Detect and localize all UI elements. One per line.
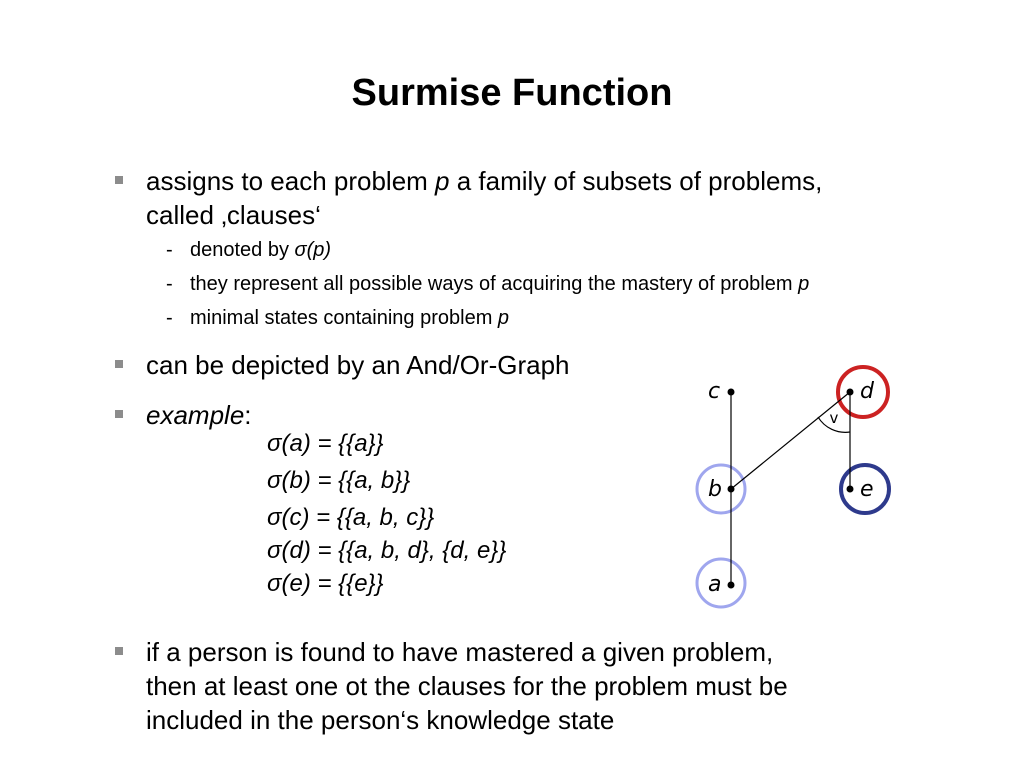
formula-d: σ(d) = {{a, b, d}, {d, e}} xyxy=(267,537,507,564)
bullet-marker xyxy=(115,360,123,368)
sub-bullet-dash: - xyxy=(166,239,173,261)
slide-title: Surmise Function xyxy=(351,72,673,114)
node-e-circle xyxy=(839,463,891,515)
node-a-circle xyxy=(695,557,747,609)
bullet-4-line-1: if a person is found to have mastered a … xyxy=(146,637,774,667)
sub-bullet-1: denoted by σ(p) xyxy=(190,238,331,262)
formula-b: σ(b) = {{a, b}} xyxy=(267,467,411,494)
bullet-4-line-3: included in the person‘s knowledge state xyxy=(146,705,615,735)
example-colon: : xyxy=(244,400,252,430)
sub-bullet-dash: - xyxy=(166,307,173,329)
node-d-dot xyxy=(846,388,854,396)
node-d-circle xyxy=(836,365,890,419)
sub-bullet-3-var: p xyxy=(497,307,510,329)
sub-bullet-2-var: p xyxy=(798,273,810,295)
bullet-2: can be depicted by an And/Or-Graph xyxy=(146,350,570,380)
or-symbol: v xyxy=(830,409,839,427)
formula-a: σ(a) = {{a}} xyxy=(267,430,384,457)
example-label: example xyxy=(146,400,245,430)
node-d-label: d xyxy=(860,379,875,404)
node-e-label: e xyxy=(860,477,874,502)
bullet-4-line-2: then at least one ot the clauses for the… xyxy=(146,671,788,701)
sub-bullet-1-pre: denoted by xyxy=(190,239,295,261)
node-b-dot xyxy=(727,485,735,493)
bullet-marker xyxy=(115,647,123,655)
or-arc xyxy=(817,416,851,433)
node-a-label: a xyxy=(708,572,721,597)
node-c-label: c xyxy=(708,379,720,404)
bullet-1-var: p xyxy=(435,166,450,196)
bullet-1-line-2: called ‚clauses‘ xyxy=(146,200,321,230)
bullet-marker xyxy=(115,176,123,184)
bullet-3-label: example: xyxy=(146,399,252,431)
formula-c: σ(c) = {{a, b, c}} xyxy=(267,504,435,531)
bullet-1-text-post: a family of subsets of problems, xyxy=(449,166,823,196)
sub-bullet-3-pre: minimal states containing problem xyxy=(190,307,498,329)
bullet-1-text-pre: assigns to each problem xyxy=(146,166,436,196)
bullet-1-line-1: assigns to each problem p a family of su… xyxy=(146,165,822,197)
sub-bullet-2-pre: they represent all possible ways of acqu… xyxy=(190,273,799,295)
edge-d-b xyxy=(730,391,851,490)
sub-bullet-1-var: σ(p) xyxy=(294,239,332,261)
node-b-label: b xyxy=(708,477,722,502)
sub-bullet-2: they represent all possible ways of acqu… xyxy=(190,272,809,296)
node-c-dot xyxy=(727,388,735,396)
node-b-circle xyxy=(695,463,747,515)
formula-e: σ(e) = {{e}} xyxy=(267,570,384,597)
node-e-dot xyxy=(846,485,854,493)
node-a-dot xyxy=(727,581,735,589)
sub-bullet-dash: - xyxy=(166,273,173,295)
bullet-marker xyxy=(115,410,123,418)
sub-bullet-3: minimal states containing problem p xyxy=(190,306,509,330)
